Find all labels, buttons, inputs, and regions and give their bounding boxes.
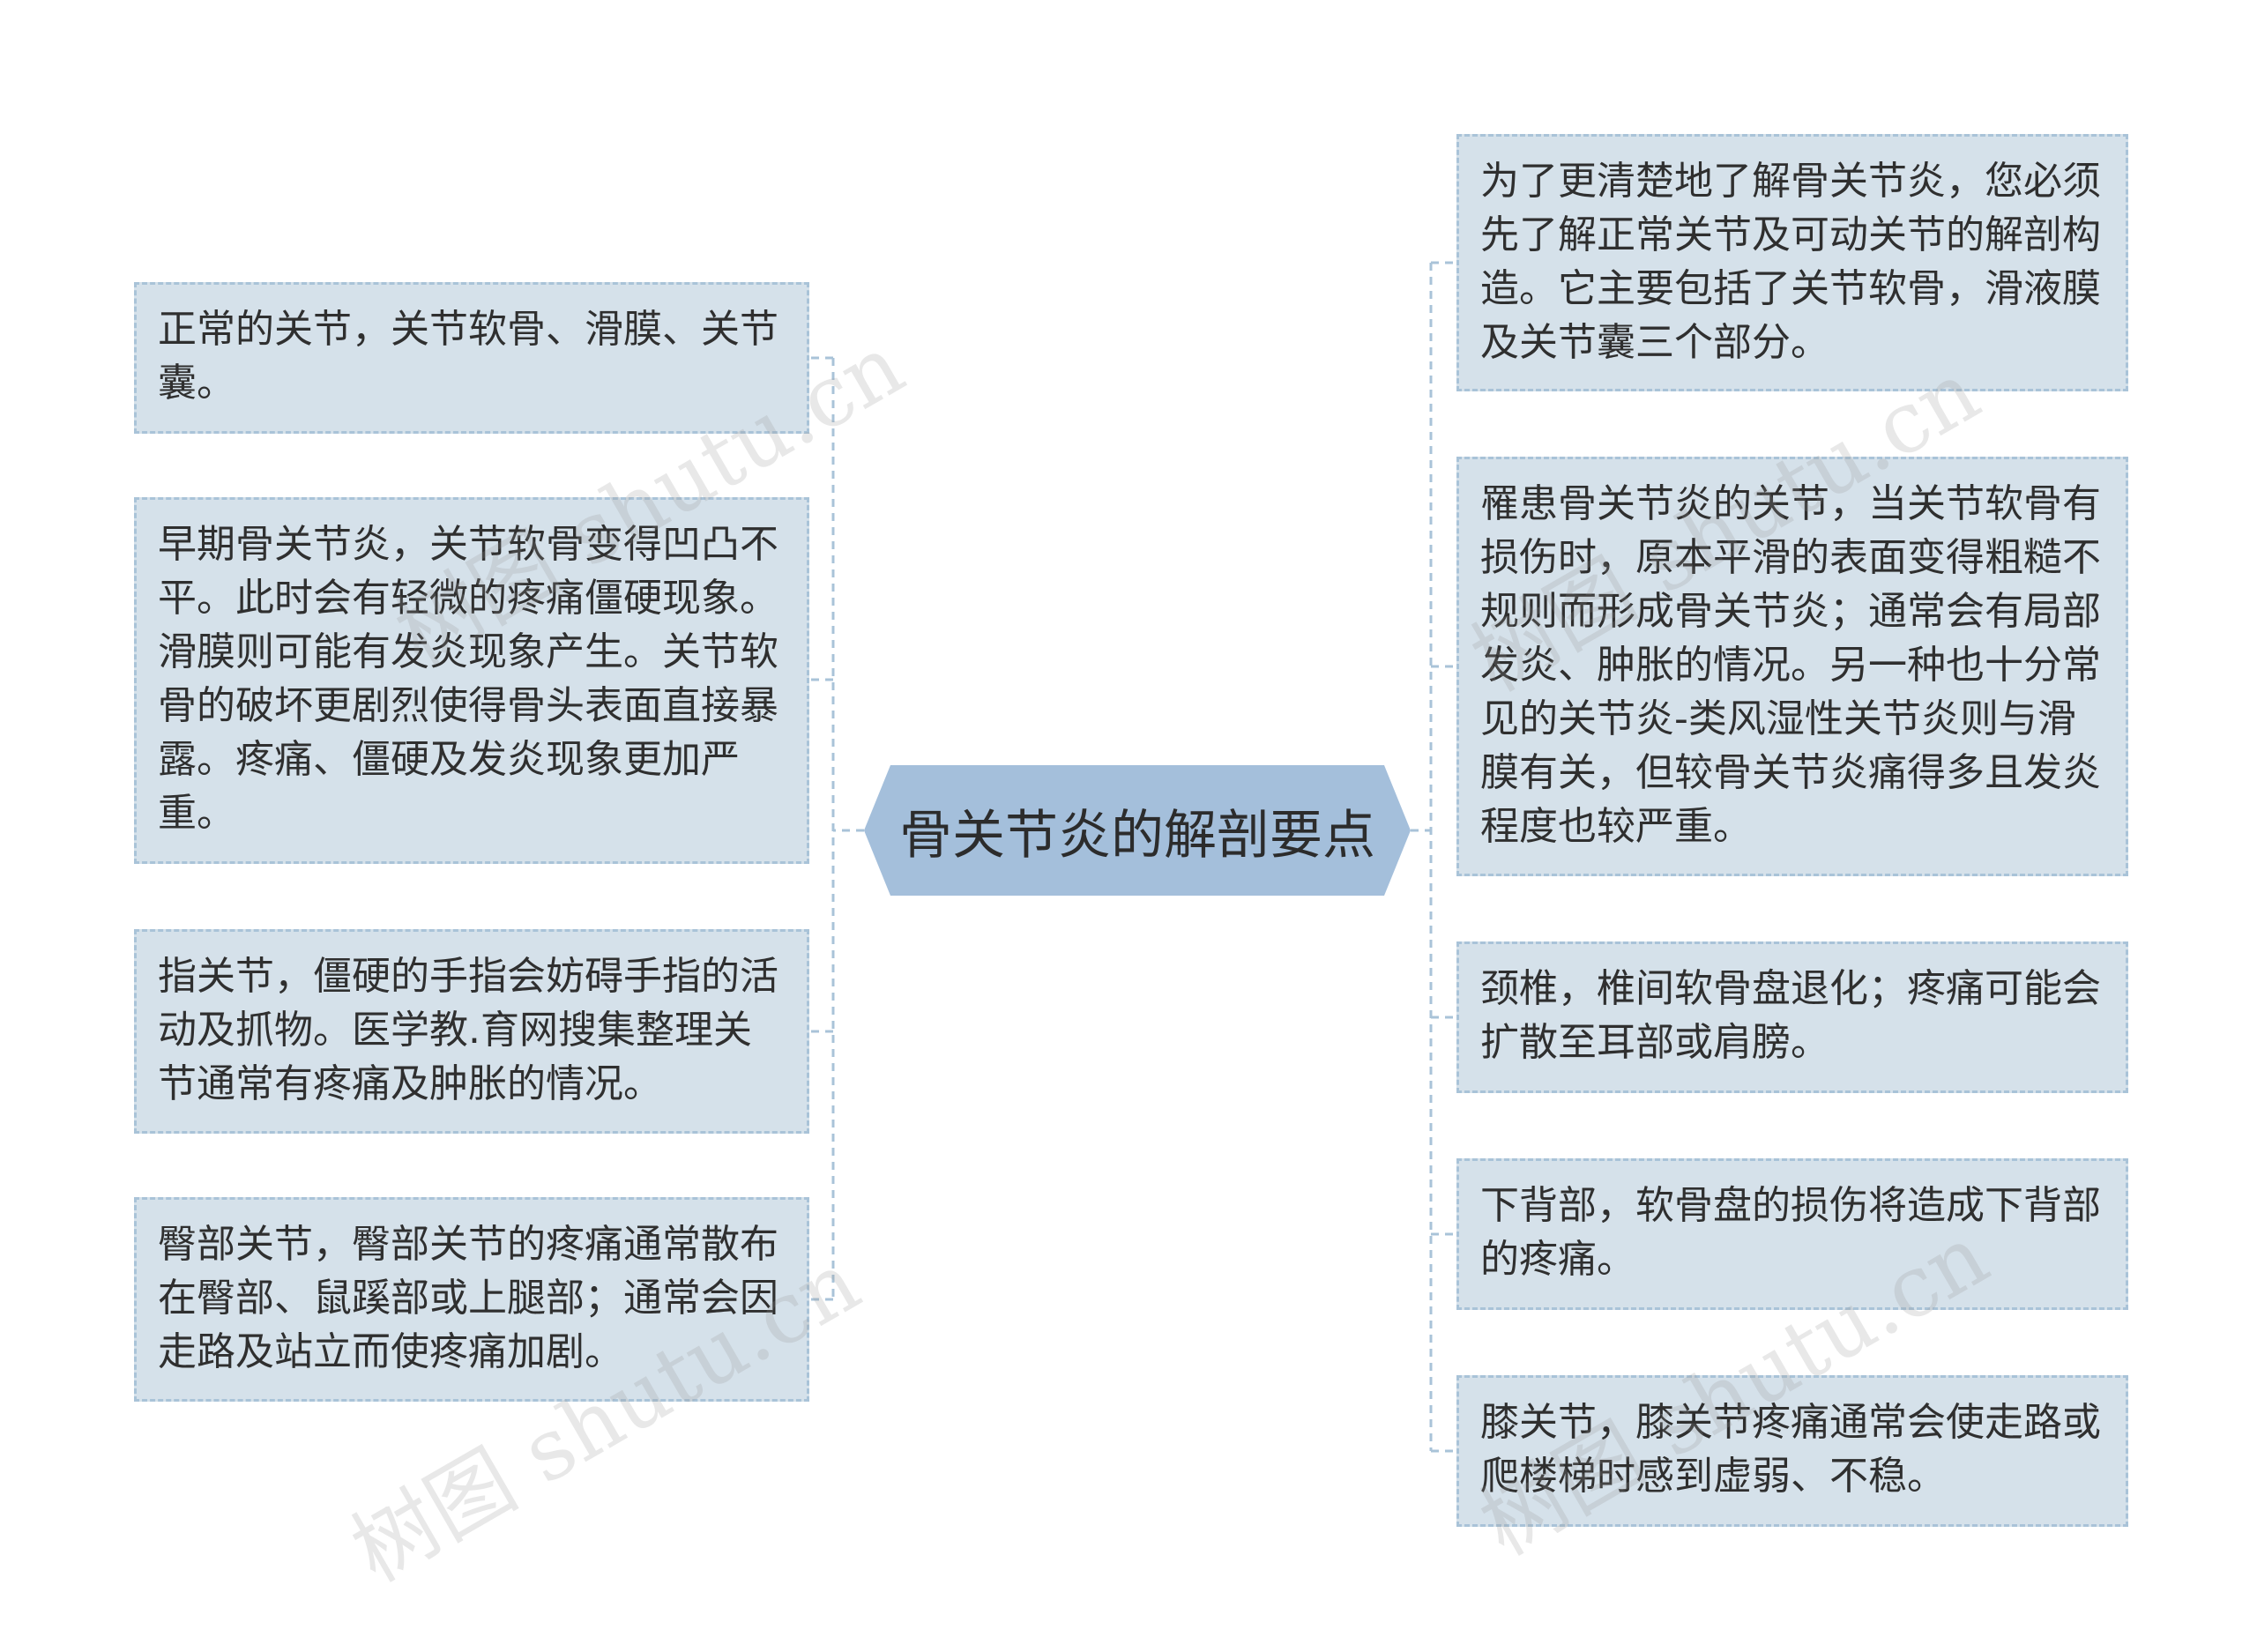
left-node-2[interactable]: 早期骨关节炎，关节软骨变得凹凸不平。此时会有轻微的疼痛僵硬现象。滑膜则可能有发炎… [134, 497, 809, 864]
left-node-3[interactable]: 指关节，僵硬的手指会妨碍手指的活动及抓物。医学教.育网搜集整理关节通常有疼痛及肿… [134, 929, 809, 1134]
right-node-2-text: 罹患骨关节炎的关节，当关节软骨有损伤时，原本平滑的表面变得粗糙不规则而形成骨关节… [1480, 481, 2101, 849]
right-node-4[interactable]: 下背部，软骨盘的损伤将造成下背部的疼痛。 [1456, 1158, 2128, 1310]
left-connector-trunk [831, 358, 864, 1299]
right-node-1-text: 为了更清楚地了解骨关节炎，您必须先了解正常关节及可动关节的解剖构造。它主要包括了… [1480, 159, 2101, 365]
right-node-2[interactable]: 罹患骨关节炎的关节，当关节软骨有损伤时，原本平滑的表面变得粗糙不规则而形成骨关节… [1456, 457, 2128, 876]
right-node-5[interactable]: 膝关节，膝关节疼痛通常会使走路或爬楼梯时感到虚弱、不稳。 [1456, 1375, 2128, 1527]
left-node-2-text: 早期骨关节炎，关节软骨变得凹凸不平。此时会有轻微的疼痛僵硬现象。滑膜则可能有发炎… [158, 522, 778, 836]
central-topic[interactable]: 骨关节炎的解剖要点 [864, 765, 1411, 896]
central-topic-label: 骨关节炎的解剖要点 [899, 804, 1375, 867]
right-node-3[interactable]: 颈椎，椎间软骨盘退化；疼痛可能会扩散至耳部或肩膀。 [1456, 941, 2128, 1093]
right-node-3-text: 颈椎，椎间软骨盘退化；疼痛可能会扩散至耳部或肩膀。 [1480, 966, 2101, 1065]
left-node-4[interactable]: 臀部关节，臀部关节的疼痛通常散布在臀部、鼠蹊部或上腿部；通常会因走路及站立而使疼… [134, 1197, 809, 1402]
right-node-1[interactable]: 为了更清楚地了解骨关节炎，您必须先了解正常关节及可动关节的解剖构造。它主要包括了… [1456, 134, 2128, 391]
left-node-1-text: 正常的关节，关节软骨、滑膜、关节囊。 [158, 307, 778, 406]
right-node-5-text: 膝关节，膝关节疼痛通常会使走路或爬楼梯时感到虚弱、不稳。 [1480, 1400, 2101, 1499]
left-node-4-text: 臀部关节，臀部关节的疼痛通常散布在臀部、鼠蹊部或上腿部；通常会因走路及站立而使疼… [158, 1222, 778, 1374]
right-node-4-text: 下背部，软骨盘的损伤将造成下背部的疼痛。 [1480, 1183, 2101, 1282]
left-node-3-text: 指关节，僵硬的手指会妨碍手指的活动及抓物。医学教.育网搜集整理关节通常有疼痛及肿… [158, 954, 778, 1106]
central-topic-shape [864, 765, 1411, 896]
left-node-1[interactable]: 正常的关节，关节软骨、滑膜、关节囊。 [134, 282, 809, 434]
right-connector-trunk [1411, 263, 1433, 1451]
